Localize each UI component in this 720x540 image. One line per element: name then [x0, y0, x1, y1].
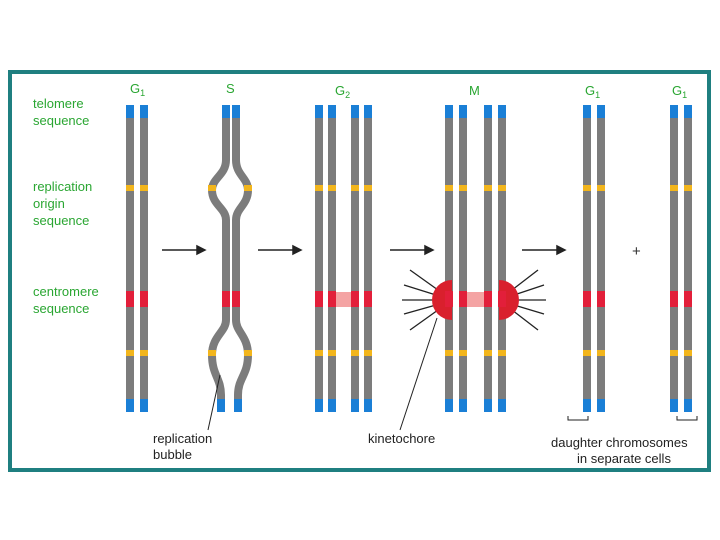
plus-sign: + [632, 243, 641, 260]
telomere-marker [140, 399, 148, 412]
telomere-marker [140, 105, 148, 118]
kinetochore-label: kinetochore [368, 431, 435, 446]
telomere-marker [126, 399, 134, 412]
daughter-label-line1: daughter chromosomes [551, 435, 688, 450]
daughter-chromosome-left [583, 105, 605, 412]
centromere-marker [140, 291, 148, 307]
figure-frame [8, 70, 711, 472]
stage-label-daughter-g1-left: G1 [585, 83, 600, 100]
daughter-chromosome-right [670, 105, 692, 412]
chromosome-s-phase [207, 105, 253, 412]
sequence-labels: telomere sequence replication origin seq… [33, 96, 99, 316]
stage-label-g2: G2 [335, 83, 350, 100]
bottom-labels: replication bubble kinetochore daughter … [153, 431, 688, 466]
stage-label-m: M [469, 83, 480, 98]
arrow-icon [556, 244, 567, 256]
telomere-marker [126, 105, 134, 118]
chromosome-g1 [126, 105, 148, 412]
stage-label-daughter-g1-right: G1 [672, 83, 687, 100]
stage-label-s: S [226, 81, 235, 96]
chromosome-m-phase [402, 105, 546, 412]
telomere-label-line2: sequence [33, 113, 89, 128]
arrow-icon [292, 244, 303, 256]
replication-bubble-label-line2: bubble [153, 447, 192, 462]
origin-label-line3: sequence [33, 213, 89, 228]
progression-arrows [162, 244, 567, 256]
origin-label-line1: replication [33, 179, 92, 194]
centromere-label-line1: centromere [33, 284, 99, 299]
annotation-pointers [207, 317, 698, 431]
daughter-label-line2: in separate cells [577, 451, 671, 466]
stage-label-g1: G1 [130, 81, 145, 98]
origin-label-line2: origin [33, 196, 65, 211]
origin-marker [140, 350, 148, 356]
kinetochore-right [499, 280, 519, 320]
origin-marker [140, 185, 148, 191]
cohesin-link [336, 292, 351, 307]
arrow-icon [424, 244, 435, 256]
centromere-label-line2: sequence [33, 301, 89, 316]
chromosome-g2 [315, 105, 372, 412]
telomere-label-line1: telomere [33, 96, 84, 111]
centromere-marker [126, 291, 134, 307]
stage-labels: G1 S G2 M G1 G1 [130, 81, 687, 100]
origin-marker [126, 185, 134, 191]
arrow-icon [196, 244, 207, 256]
origin-marker [126, 350, 134, 356]
spindle-fibers [402, 269, 546, 331]
kinetochore-left [432, 280, 452, 320]
replication-bubble-label-line1: replication [153, 431, 212, 446]
